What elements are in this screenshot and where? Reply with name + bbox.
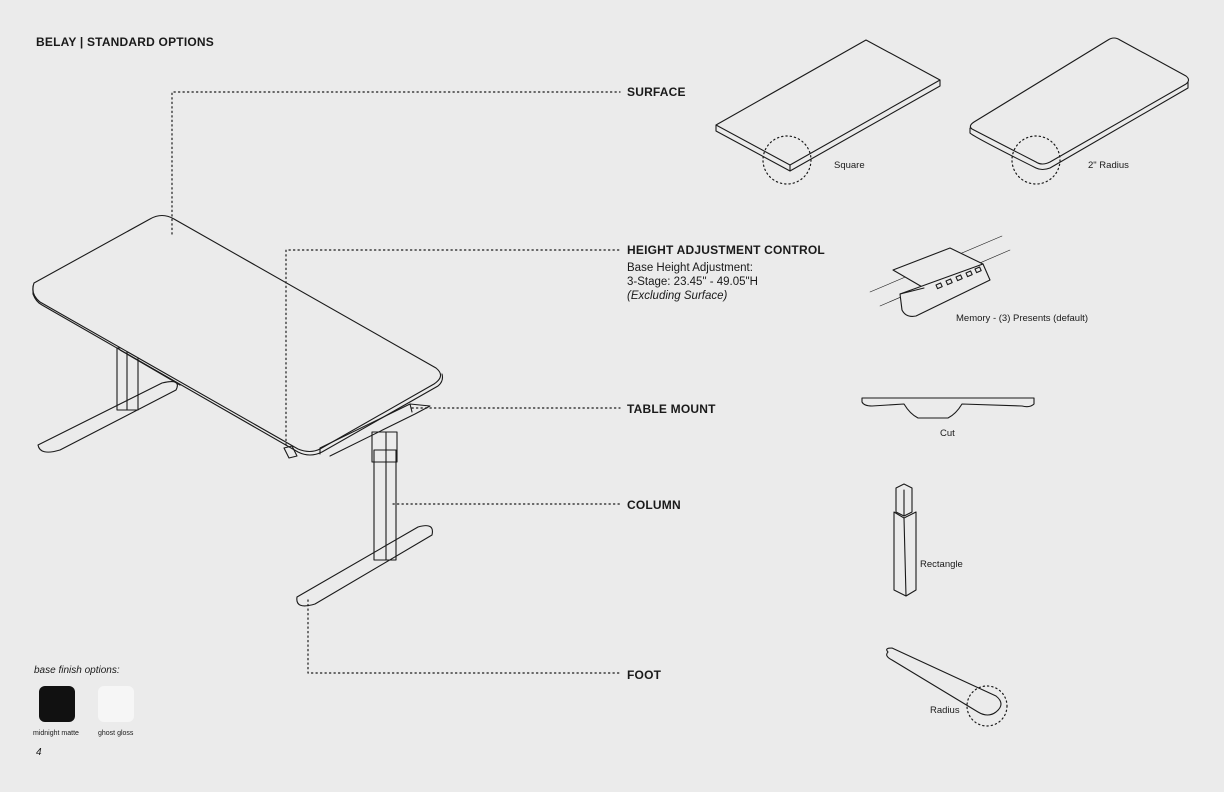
swatch-label-ghost-gloss: ghost gloss [98,730,134,737]
caption-rectangle: Rectangle [920,559,963,570]
caption-square: Square [834,160,865,171]
caption-2in-radius: 2" Radius [1088,160,1129,171]
caption-foot-radius: Radius [930,705,960,716]
swatch-ghost-gloss [98,686,134,722]
surface-radius-illustration [969,37,1190,185]
caption-memory: Memory - (3) Presents (default) [956,313,1088,324]
height-control-illustration [869,235,1011,317]
callout-surface: SURFACE [627,85,686,99]
table-mount-illustration [861,397,1035,419]
height-spec-line3: (Excluding Surface) [627,290,728,302]
callout-height-control: HEIGHT ADJUSTMENT CONTROL [627,243,825,257]
caption-cut: Cut [940,428,955,439]
page-title: BELAY | STANDARD OPTIONS [36,35,214,49]
height-spec-line1: Base Height Adjustment: [627,262,753,274]
finish-options-label: base finish options: [34,665,120,676]
page-number: 4 [36,747,42,758]
column-illustration [893,483,917,597]
desk-illustration [32,214,444,607]
callout-table-mount: TABLE MOUNT [627,402,716,416]
callout-column: COLUMN [627,498,681,512]
leader-lines [171,91,621,674]
height-spec-line2: 3-Stage: 23.45" - 49.05"H [627,276,758,288]
swatch-midnight-matte [39,686,75,722]
surface-square-illustration [715,39,941,185]
swatch-label-midnight-matte: midnight matte [33,730,79,737]
foot-illustration [886,647,1008,727]
callout-foot: FOOT [627,668,662,682]
